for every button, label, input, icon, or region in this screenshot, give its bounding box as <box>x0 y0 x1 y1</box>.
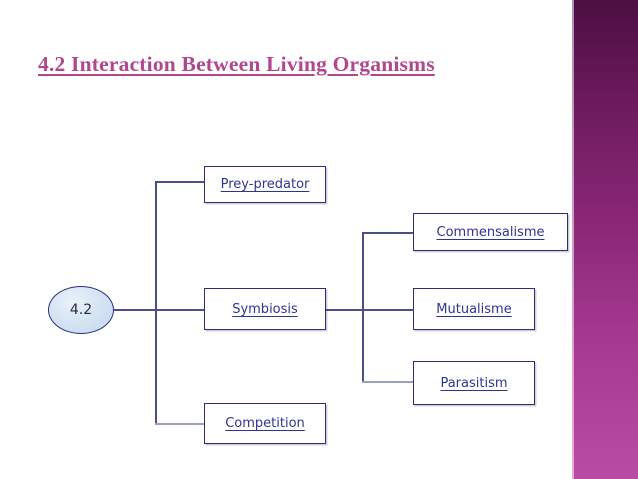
decorative-band-edge <box>572 0 574 479</box>
node-commensalisme[interactable]: Commensalisme <box>413 213 568 251</box>
node-commensalisme-label: Commensalisme <box>436 224 545 240</box>
node-prey-predator[interactable]: Prey-predator <box>204 166 326 203</box>
connector-trunk-to-commensalisme <box>362 232 414 234</box>
connector-trunk-to-competition <box>155 423 205 425</box>
connector-right-trunk <box>362 232 364 382</box>
node-mutualisme-label: Mutualisme <box>436 301 512 317</box>
node-competition[interactable]: Competition <box>204 403 326 444</box>
connector-trunk-to-mutualisme <box>362 309 414 311</box>
connector-trunk-to-symbiosis <box>155 309 205 311</box>
node-parasitism-label: Parasitism <box>440 375 508 391</box>
connector-trunk-to-prey-predator <box>155 181 205 183</box>
diagram-root-label: 4.2 <box>69 302 93 318</box>
page-title: 4.2 Interaction Between Living Organisms <box>38 52 435 76</box>
node-parasitism[interactable]: Parasitism <box>413 361 535 405</box>
connector-symbiosis-to-right-trunk <box>326 309 364 311</box>
connector-trunk-to-parasitism <box>362 381 414 383</box>
diagram-root-node[interactable]: 4.2 <box>48 286 114 334</box>
connector-left-trunk <box>155 181 157 424</box>
decorative-gradient-band <box>572 0 638 479</box>
node-competition-label: Competition <box>225 416 305 431</box>
node-symbiosis-label: Symbiosis <box>232 301 298 317</box>
connector-root-to-trunk <box>114 309 156 311</box>
node-symbiosis[interactable]: Symbiosis <box>204 288 326 330</box>
node-prey-predator-label: Prey-predator <box>220 177 310 192</box>
node-mutualisme[interactable]: Mutualisme <box>413 288 535 330</box>
